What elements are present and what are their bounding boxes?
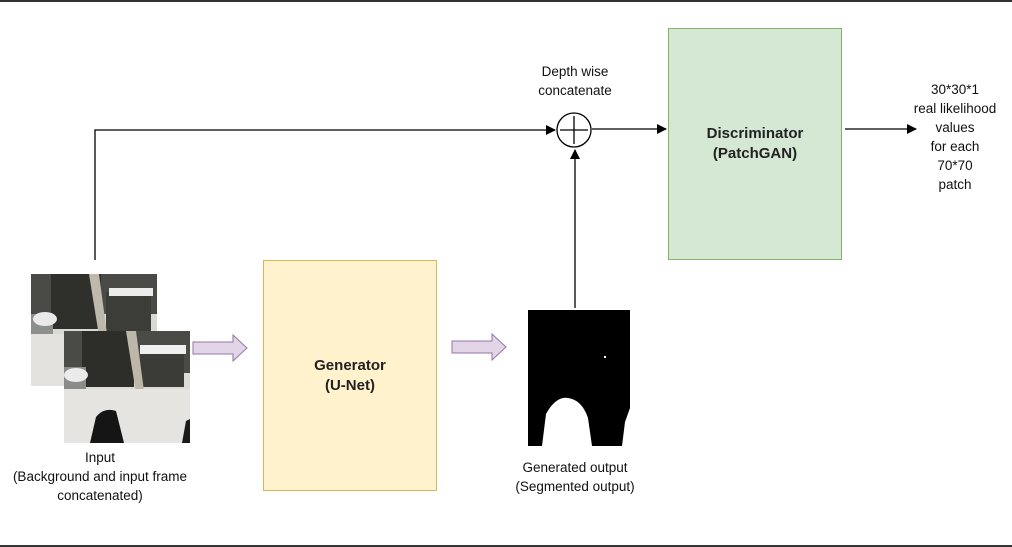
discriminator-title: Discriminator xyxy=(706,125,804,142)
generator-to-output-arrow xyxy=(451,332,507,362)
generator-title: Generator xyxy=(314,356,386,374)
input-to-generator-arrow xyxy=(192,333,248,363)
generated-output-label: Generated output (Segmented output) xyxy=(500,458,650,496)
concat-label-line-1: Depth wise xyxy=(541,64,609,79)
generator-subtitle: (U-Net) xyxy=(324,376,375,394)
input-label: Input (Background and input frame concat… xyxy=(0,448,200,505)
result-label: 30*30*1 real likelihood values for each … xyxy=(900,80,1010,194)
result-line-3: values xyxy=(935,120,975,135)
segmented-output-image xyxy=(528,310,630,446)
input-to-concat-connector xyxy=(94,125,556,260)
result-line-1: 30*30*1 xyxy=(930,82,980,97)
concat-label-line-2: concatenate xyxy=(538,83,612,98)
concat-label: Depth wise concatenate xyxy=(515,62,635,100)
result-line-6: patch xyxy=(938,177,972,192)
input-label-line-2: (Background and input frame xyxy=(12,469,188,484)
result-line-5: 70*70 xyxy=(937,158,973,173)
discriminator-box: Discriminator (PatchGAN) xyxy=(668,28,842,260)
generated-output-line-2: (Segmented output) xyxy=(515,479,635,494)
generator-box: Generator (U-Net) xyxy=(263,260,437,491)
result-line-2: real likelihood xyxy=(913,101,997,116)
generated-output-line-1: Generated output xyxy=(522,460,628,475)
input-label-line-3: concatenated) xyxy=(57,488,143,503)
input-frame-image xyxy=(64,331,190,443)
discriminator-subtitle: (PatchGAN) xyxy=(712,145,798,162)
plus-circle-icon xyxy=(556,112,592,148)
input-label-line-1: Input xyxy=(84,450,116,465)
result-line-4: for each xyxy=(930,139,980,154)
